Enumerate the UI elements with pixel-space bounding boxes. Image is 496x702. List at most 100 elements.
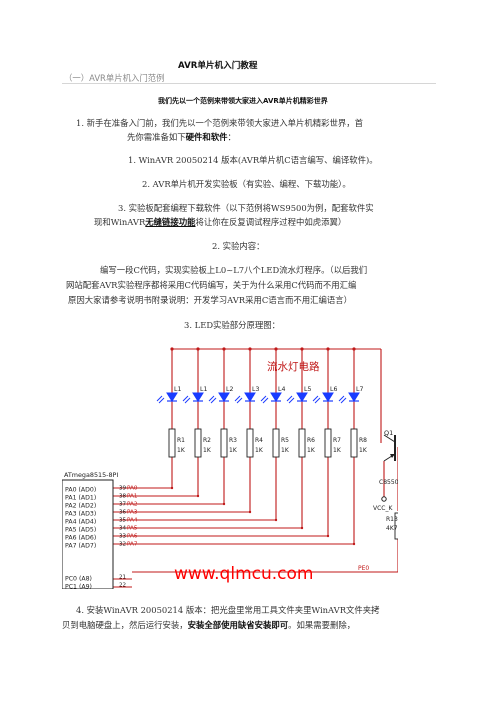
list-item-3-line-1: 3. 实验板配套编程下载软件（以下范例将WS9500为例，配套软件实: [118, 203, 374, 213]
chip-pin-number: 21: [119, 575, 127, 581]
watermark: www.qlmcu.com: [174, 564, 313, 584]
resistor-label: R6: [307, 437, 315, 444]
junction-dot: [248, 510, 252, 514]
resistor-label: R2: [203, 437, 211, 444]
led-light-arrow: [314, 397, 321, 404]
led-icon: [348, 392, 360, 402]
led-light-arrow: [210, 397, 217, 404]
led-light-arrow: [182, 395, 189, 402]
junction-dot: [170, 486, 174, 490]
net-label: PA0: [127, 486, 138, 492]
p4-bold-text: 安装全部使用缺省安装即可: [187, 620, 289, 630]
chip-pin-label: PC1 (A9): [65, 584, 92, 590]
paragraph-4-line-2: 贝到电脑硬盘上，然后运行安装，安装全部使用缺省安装即可。如果需要删除，: [62, 618, 355, 634]
junction-dot: [170, 347, 174, 351]
led-label: L3: [252, 386, 259, 393]
led-icon: [296, 392, 308, 402]
section-divider: [62, 83, 436, 84]
section-2-heading: 2. 实验内容：: [212, 241, 265, 251]
net-label: PA4: [127, 518, 138, 524]
pe0-label: PE0: [358, 565, 369, 572]
led-light-arrow: [338, 395, 345, 402]
resistor-r13-icon: [394, 512, 398, 540]
document-title: AVR单片机入门教程: [178, 61, 258, 71]
junction-dot: [300, 347, 304, 351]
led-light-arrow: [288, 397, 295, 404]
chip-pin-label: PA6 (AD6): [65, 535, 96, 542]
junction-dot: [274, 518, 278, 522]
vcc-label: VCC_K: [373, 505, 393, 512]
led-icon: [270, 392, 282, 402]
led-light-arrow: [158, 397, 165, 404]
led-light-arrow: [234, 395, 241, 402]
resistor-icon: [168, 428, 176, 458]
net-label: PA5: [127, 526, 138, 532]
list-item-1: 1. WinAVR 20050214 版本(AVR单片机C语言编写、编译软件)。: [128, 155, 378, 165]
item3-text: 现和WinAVR: [94, 217, 146, 227]
list-item-3-line-2: 现和WinAVR无缝链接功能将让你在反复调试程序过程中如虎添翼）: [94, 215, 346, 231]
resistor-value: 1K: [333, 447, 342, 454]
paragraph-2-line-1: 编写一段C代码，实现实验板上L0~L7八个LED流水灯程序。（以后我们: [100, 265, 368, 275]
chip-pin-number: 32: [119, 542, 126, 548]
transistor-part: C8550: [379, 479, 398, 486]
resistor-icon: [246, 428, 254, 458]
r13-label: R13: [386, 516, 398, 523]
led-light-arrow: [260, 395, 267, 402]
transistor-arrow-icon: [390, 454, 395, 458]
resistor-icon: [324, 428, 332, 458]
resistor-label: R1: [177, 437, 185, 444]
resistor-value: 1K: [359, 447, 368, 454]
junction-dot: [196, 494, 200, 498]
resistor-value: 1K: [307, 447, 316, 454]
led-icon: [322, 392, 334, 402]
led-light-arrow: [208, 395, 215, 402]
section-3-heading: 3. LED实验部分原理图：: [184, 320, 281, 330]
schematic-title: 流水灯电路: [267, 360, 320, 373]
subtitle: 我们先以一个范例来带领大家进入AVR单片机精彩世界: [158, 97, 328, 105]
net-label: PA2: [127, 502, 137, 508]
chip-pin-number: 22: [119, 583, 126, 589]
led-label: L6: [330, 386, 337, 393]
led-light-arrow: [156, 395, 163, 402]
junction-dot: [222, 347, 226, 351]
net-label: PA3: [127, 510, 138, 516]
resistor-value: 1K: [281, 447, 290, 454]
resistor-value: 1K: [177, 447, 186, 454]
led-light-arrow: [184, 397, 191, 404]
resistor-label: R7: [333, 437, 341, 444]
chip-pin-number: 38: [119, 494, 127, 500]
chip-pin-label: PA2 (AD2): [65, 503, 96, 510]
junction-dot: [300, 526, 304, 530]
led-light-arrow: [236, 397, 243, 404]
junction-dot: [326, 347, 330, 351]
resistor-label: R8: [359, 437, 367, 444]
chip-pin-label: PA0 (AD0): [65, 487, 96, 494]
led-label: L1: [200, 386, 207, 393]
junction-dot: [196, 347, 200, 351]
junction-dot: [222, 502, 226, 506]
resistor-value: 1K: [255, 447, 264, 454]
paragraph-1-line-2: 先你需准备如下硬件和软件：: [127, 130, 236, 146]
resistor-value: 1K: [229, 447, 238, 454]
vcc-terminal-icon: [381, 496, 387, 502]
paragraph-4-line-1: 4. 安装WinAVR 20050214 版本：把光盘里常用工具文件夹里WinA…: [76, 605, 380, 615]
chip-pin-label: PA1 (AD1): [65, 495, 96, 502]
chip-pin-number: 34: [119, 526, 127, 532]
led-icon: [166, 392, 178, 402]
net-label: PA1: [127, 494, 138, 500]
resistor-label: R5: [281, 437, 289, 444]
p1-text: 先你需准备如下: [127, 132, 186, 142]
list-item-2: 2. AVR单片机开发实验板（有实验、编程、下载功能）。: [142, 179, 351, 189]
chip-pin-label: PA7 (AD7): [65, 543, 96, 550]
section-heading: （一）AVR单片机入门范例: [64, 73, 165, 83]
item3-text-end: 将让你在反复调试程序过程中如虎添翼）: [195, 217, 347, 227]
led-light-arrow: [312, 395, 319, 402]
p1-text-end: ：: [227, 132, 236, 142]
led-light-arrow: [340, 397, 347, 404]
paragraph-2-line-3: 原因大家请参考说明书附录说明：开发学习AVR采用C语言而不用汇编语言）: [68, 295, 353, 305]
led-icon: [218, 392, 230, 402]
chip-pin-number: 35: [119, 518, 127, 524]
chip-name: ATmega8515-8PI: [64, 471, 118, 479]
resistor-label: R3: [229, 437, 237, 444]
chip-pin-label: PA3 (AD3): [65, 511, 96, 518]
